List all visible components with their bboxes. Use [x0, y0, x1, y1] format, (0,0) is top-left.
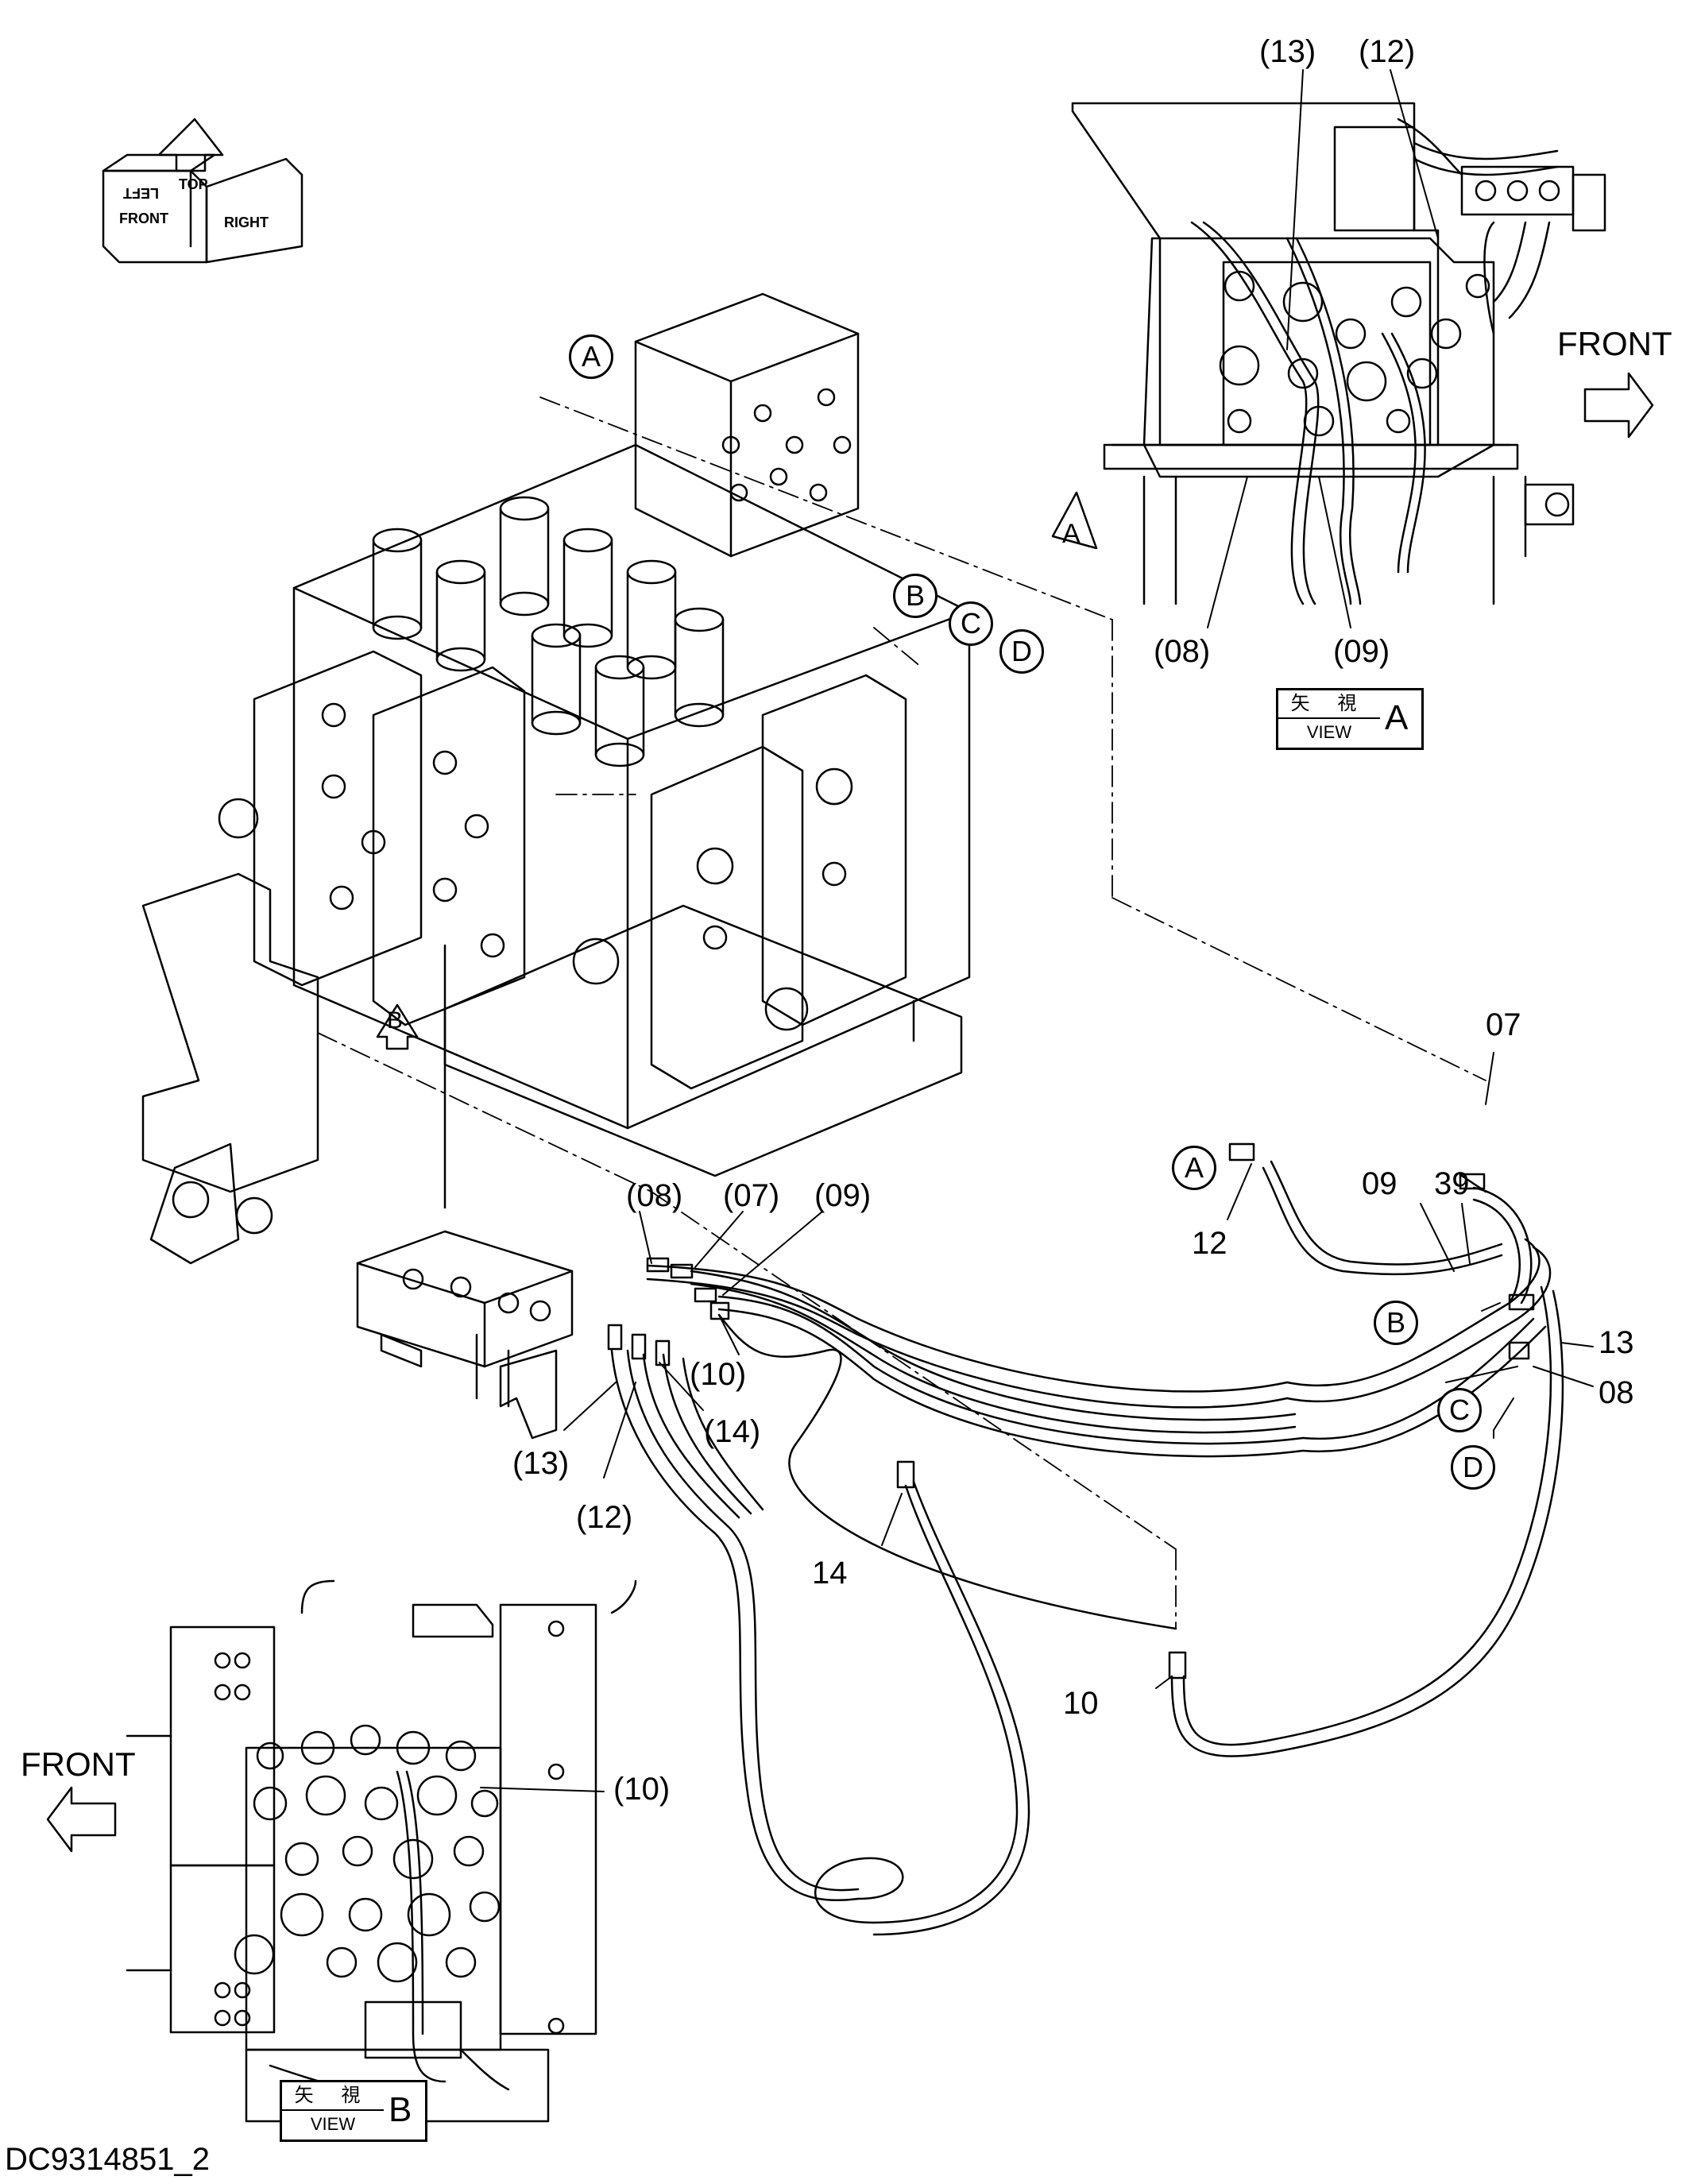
callout-13: 13: [1599, 1325, 1634, 1360]
callout-08: 08: [1599, 1375, 1634, 1410]
view-b-jp: 矢 視: [282, 2082, 384, 2111]
callout-10: 10: [1063, 1686, 1099, 1721]
view-a-word: VIEW: [1306, 722, 1352, 742]
marker-b-top: B: [893, 574, 937, 618]
marker-b-hose: B: [1374, 1301, 1418, 1345]
view-a-arrow-letter: A: [1062, 519, 1081, 549]
view-b-leader-10: [480, 1787, 605, 1792]
control-valve-assembly: [141, 292, 971, 1265]
callout-pilot-13: (13): [512, 1446, 570, 1481]
projection-lines: [317, 396, 1486, 1629]
view-b-arrow-letter: B: [387, 1007, 404, 1034]
marker-c-hose: C: [1437, 1388, 1482, 1432]
orientation-top-label: TOP: [179, 176, 208, 192]
pilot-valve-block: [356, 1230, 574, 1440]
marker-c-top: C: [949, 601, 993, 646]
callout-pilot-12: (12): [576, 1500, 633, 1535]
orientation-cube: [102, 118, 303, 264]
callout-leaders: [563, 1052, 1594, 1689]
marker-a-hose: A: [1172, 1146, 1216, 1190]
callout-view-a-09: (09): [1333, 634, 1390, 669]
orientation-front-label: FRONT: [119, 211, 168, 226]
hose-bundle: [610, 1160, 1564, 1936]
view-a-letter: A: [1385, 698, 1409, 737]
view-a-leaders: [1207, 69, 1439, 628]
marker-d-top: D: [999, 629, 1044, 674]
view-b-label: 矢 視 VIEW B: [280, 2080, 427, 2142]
callout-12: 12: [1192, 1226, 1227, 1261]
callout-39: 39: [1434, 1166, 1470, 1201]
view-b-front-label: FRONT: [21, 1745, 136, 1783]
orientation-left-label: LEFT: [123, 185, 159, 201]
callout-pilot-10: (10): [690, 1357, 747, 1392]
hose-fittings: [607, 1142, 1535, 1680]
callout-pilot-08: (08): [626, 1178, 683, 1213]
callout-09: 09: [1362, 1166, 1398, 1201]
front-arrow-view-a: [1583, 372, 1654, 439]
callout-view-a-13: (13): [1259, 34, 1316, 69]
view-b-word: VIEW: [310, 2114, 356, 2134]
view-a-front-label: FRONT: [1557, 325, 1672, 362]
callout-14: 14: [812, 1556, 848, 1591]
callout-07: 07: [1486, 1007, 1521, 1042]
orientation-right-label: RIGHT: [224, 215, 269, 230]
marker-a-top: A: [569, 334, 613, 379]
view-b-letter: B: [389, 2090, 412, 2129]
callout-view-a-12: (12): [1359, 34, 1416, 69]
callout-pilot-09: (09): [814, 1178, 872, 1213]
callout-view-a-08: (08): [1154, 634, 1211, 669]
view-b-arrow-marker: [376, 1003, 419, 1050]
marker-d-hose: D: [1451, 1445, 1495, 1490]
drawing-code: DC9314851_2: [5, 2142, 210, 2177]
view-a-drawing: [1071, 102, 1606, 605]
callout-pilot-07: (07): [723, 1178, 780, 1213]
view-a-label: 矢 視 VIEW A: [1276, 688, 1424, 750]
front-arrow-view-b: [46, 1786, 117, 1853]
view-a-arrow-marker: [1051, 491, 1098, 550]
callout-pilot-14: (14): [704, 1414, 761, 1449]
callout-view-b-10: (10): [613, 1772, 671, 1807]
view-b-drawing: [126, 1579, 637, 2123]
view-a-jp: 矢 視: [1278, 690, 1380, 719]
